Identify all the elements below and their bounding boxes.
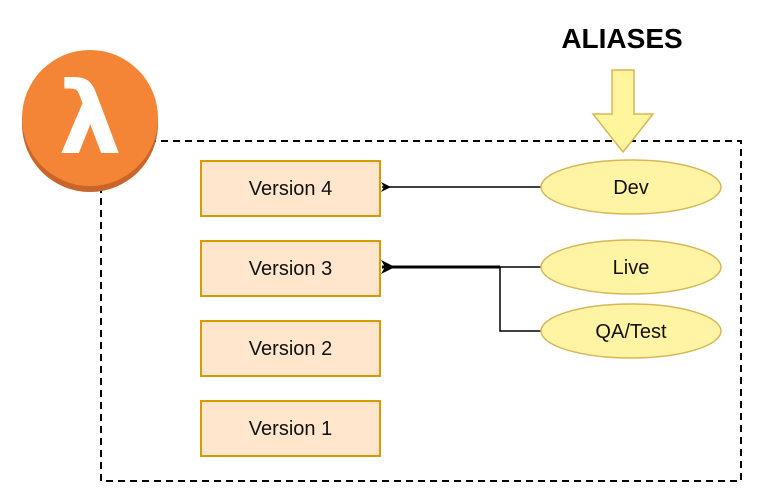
- version-box[interactable]: Version 1: [200, 400, 381, 457]
- alias-label: Live: [613, 257, 650, 279]
- aliases-title: ALIASES: [561, 23, 682, 54]
- version-label: Version 4: [249, 178, 332, 200]
- version-label: Version 1: [249, 418, 332, 440]
- version-box[interactable]: Version 4: [200, 160, 381, 217]
- qa-to-version3-connector: [499, 267, 541, 332]
- down-arrow-icon: [591, 69, 655, 154]
- alias-live[interactable]: Live: [540, 239, 722, 295]
- lambda-glyph: λ: [58, 60, 121, 177]
- alias-dev[interactable]: Dev: [540, 159, 722, 215]
- aws-lambda-icon: λ: [22, 50, 158, 192]
- version-label: Version 3: [249, 258, 332, 280]
- alias-qa-test[interactable]: QA/Test: [540, 303, 722, 359]
- version-box[interactable]: Version 3: [200, 240, 381, 297]
- lambda-function-container: [100, 140, 742, 482]
- version-box[interactable]: Version 2: [200, 320, 381, 377]
- alias-label: QA/Test: [595, 321, 667, 343]
- alias-label: Dev: [613, 177, 649, 199]
- version-label: Version 2: [249, 338, 332, 360]
